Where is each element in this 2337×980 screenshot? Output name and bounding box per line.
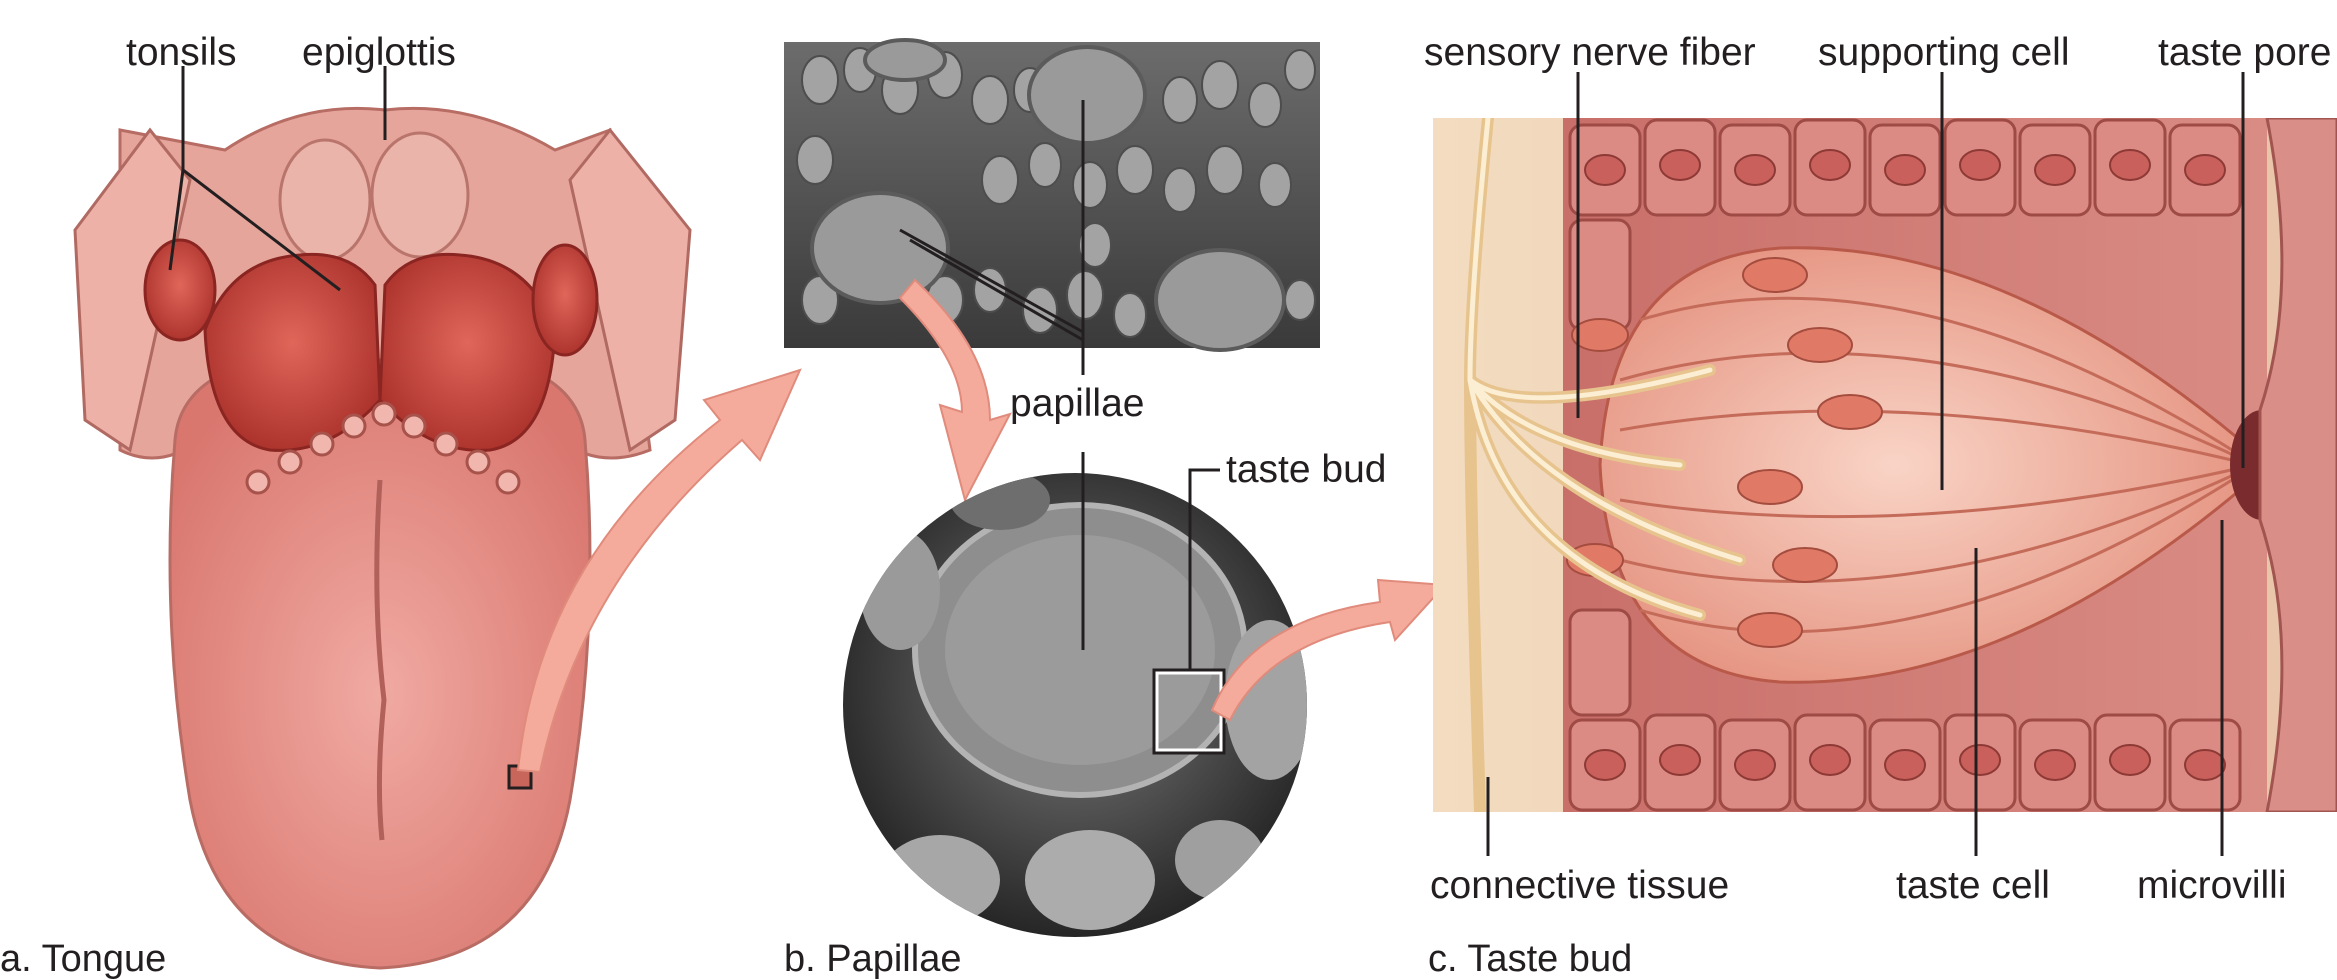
- papillae-sem-top: [784, 38, 1320, 375]
- papillae-leader-diag-2: [909, 238, 1084, 342]
- right-fold: [568, 127, 692, 453]
- papillae-sem-circle: [843, 452, 1307, 937]
- taste-bud-nuclei: [1566, 257, 1883, 648]
- arrow-sem-to-circle: [898, 278, 1012, 503]
- epiglottis-right: [370, 131, 470, 259]
- sem-large-papillae: [810, 38, 1286, 352]
- arrow-tongue-to-papillae: [516, 368, 802, 774]
- caption-taste-bud: c. Taste bud: [1428, 938, 1633, 980]
- taste-bud-leader: [1188, 468, 1220, 670]
- label-supporting-cell: supporting cell: [1818, 31, 2070, 74]
- nerve-fibers-inner: [1467, 118, 1743, 618]
- tongue-leaders: [168, 66, 387, 292]
- taste-bud-illustration: [1433, 118, 2337, 812]
- median-sulcus: [374, 479, 387, 841]
- palatine-tonsil-right: [531, 243, 599, 357]
- circumvallate-papillae: [245, 401, 521, 495]
- epithelial-nuclei: [1584, 149, 2226, 781]
- lingual-tonsil-right: [378, 252, 557, 452]
- papillae-leader-diag-1: [899, 228, 1084, 334]
- label-taste-pore: taste pore: [2158, 31, 2332, 74]
- label-taste-cell: taste cell: [1896, 864, 2050, 907]
- label-sensory-nerve-fiber: sensory nerve fiber: [1424, 31, 1756, 74]
- palatine-tonsil-left: [143, 238, 217, 342]
- taste-bud-cells: [1619, 296, 2241, 634]
- arrow-papillae-to-bud: [1210, 578, 1448, 722]
- tongue-illustration: [73, 66, 692, 970]
- surface-epithelium: [2258, 118, 2337, 812]
- caption-tongue: a. Tongue: [0, 938, 167, 980]
- label-microvilli: microvilli: [2137, 864, 2287, 907]
- label-tonsils: tonsils: [126, 31, 237, 74]
- label-connective-tissue: connective tissue: [1430, 864, 1730, 907]
- epiglottis-left: [278, 138, 372, 262]
- caption-papillae: b. Papillae: [784, 938, 962, 980]
- label-papillae: papillae: [1010, 382, 1145, 425]
- label-taste-bud: taste bud: [1226, 448, 1387, 491]
- taste-bud-leaders: [1486, 72, 2245, 856]
- label-epiglottis: epiglottis: [302, 31, 456, 74]
